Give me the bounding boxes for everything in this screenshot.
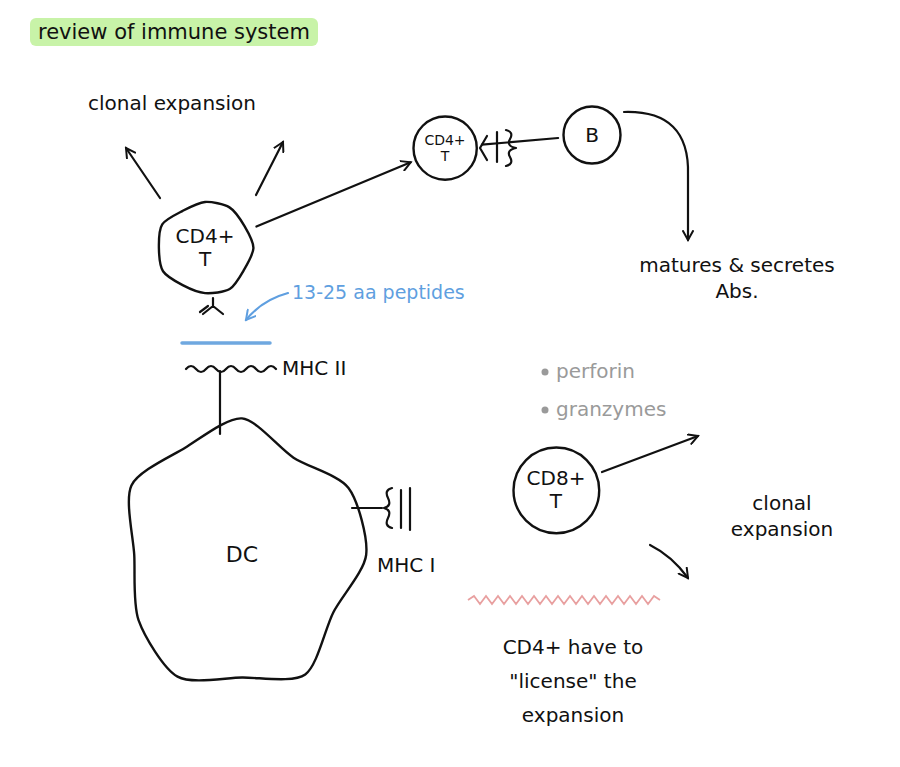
mhc-ii-wave bbox=[186, 366, 276, 372]
annotation-text: matures & secretes Abs. bbox=[622, 252, 852, 304]
annotation-text: perforin bbox=[556, 358, 635, 384]
expansion-arrow bbox=[126, 148, 160, 198]
node-label: CD4+ T bbox=[424, 132, 465, 164]
crossed-out-line bbox=[468, 596, 660, 604]
cell-outline bbox=[129, 418, 367, 680]
cell-outline bbox=[564, 107, 621, 164]
b-cell-circle: B bbox=[562, 105, 622, 165]
annotation-text: MHC II bbox=[282, 355, 346, 381]
bullet bbox=[542, 407, 549, 414]
mhc-i-stalk bbox=[352, 507, 382, 509]
node-label: CD4+ T bbox=[176, 225, 235, 271]
connector-arrow bbox=[482, 138, 558, 145]
annotation-text: CD4+ have to "license" the expansion bbox=[478, 630, 668, 732]
node-text-group: CD8+ T bbox=[527, 467, 586, 513]
annotation-text: granzymes bbox=[556, 396, 666, 422]
node-label: CD8+ T bbox=[527, 467, 586, 513]
receptor-symbol bbox=[480, 136, 487, 160]
peptide-bar bbox=[182, 341, 270, 345]
dendritic-cell-blob: DC bbox=[117, 419, 367, 691]
node-text-group: B bbox=[585, 124, 599, 147]
mhc-i-symbol bbox=[384, 488, 392, 528]
annotation-text: MHC I bbox=[377, 552, 436, 578]
cell-outline bbox=[413, 116, 476, 179]
annotation-text: 13-25 aa peptides bbox=[292, 280, 465, 305]
expansion-arrow bbox=[650, 545, 688, 578]
connector-arrow bbox=[256, 162, 410, 226]
node-label: DC bbox=[226, 542, 258, 567]
cell-outline bbox=[513, 447, 599, 533]
bullet bbox=[542, 369, 549, 376]
annotation-text: clonal expansion bbox=[712, 490, 852, 542]
page-title: review of immune system bbox=[30, 18, 318, 46]
receptor-symbol bbox=[506, 130, 516, 166]
t-cell-circle: CD4+ T bbox=[412, 115, 478, 181]
mhc-i-symbol bbox=[401, 488, 410, 530]
expansion-arrow bbox=[256, 142, 283, 195]
peptide-pointer bbox=[246, 293, 288, 320]
node-text-group: DC bbox=[226, 542, 258, 567]
t-cell-circle: CD8+ T bbox=[512, 446, 601, 535]
node-text-group: CD4+ T bbox=[176, 225, 235, 271]
node-text-group: CD4+ T bbox=[424, 132, 465, 164]
cell-outline bbox=[159, 202, 254, 293]
annotation-text: clonal expansion bbox=[88, 90, 256, 116]
effector-arrow bbox=[602, 436, 698, 472]
t-cell-blob: CD4+ T bbox=[153, 198, 257, 298]
secretion-arrow bbox=[624, 112, 688, 240]
receptor-symbol bbox=[496, 132, 498, 162]
tcr-receptor bbox=[200, 298, 223, 314]
node-label: B bbox=[585, 124, 599, 147]
